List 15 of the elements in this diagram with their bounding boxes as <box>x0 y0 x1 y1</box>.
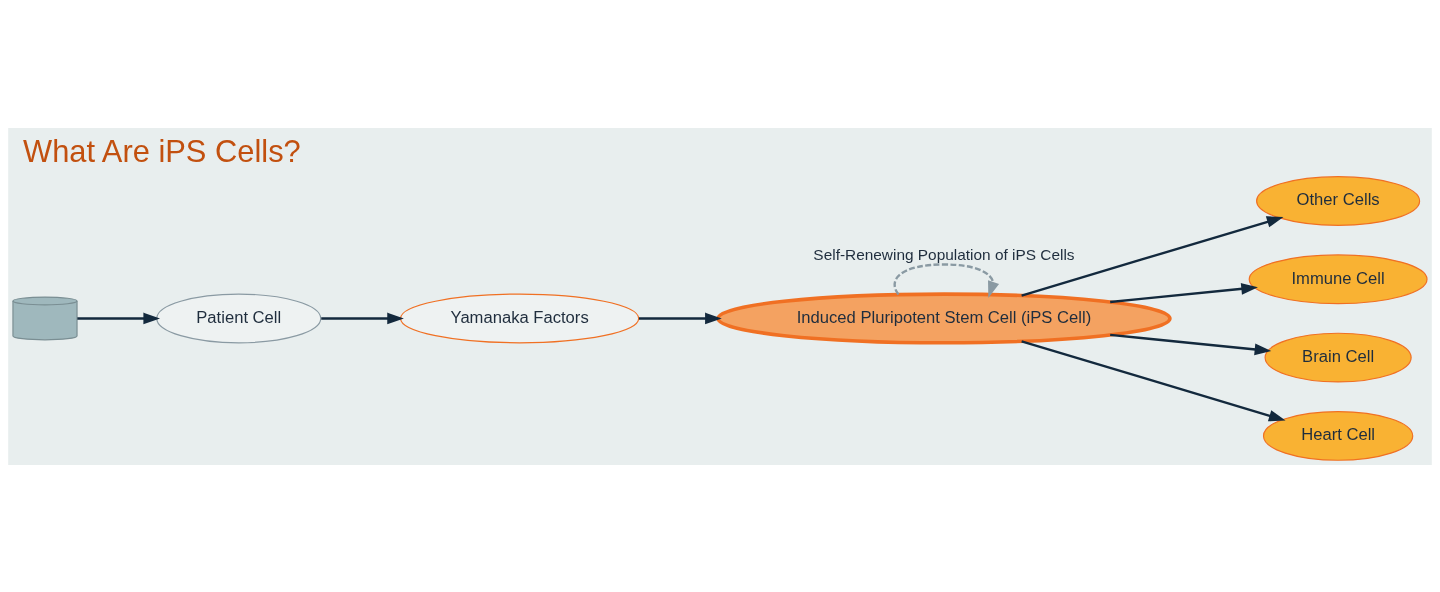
node-ellipse: Induced Pluripotent Stem Cell (iPS Cell) <box>716 291 1172 345</box>
node-ellipse: Patient Cell <box>156 293 322 343</box>
edge-label: Self-Renewing Population of iPS Cells <box>813 245 1075 263</box>
diagram-title: What Are iPS Cells? <box>23 133 301 169</box>
arrow <box>77 312 160 324</box>
arrow <box>321 312 404 324</box>
arrow <box>893 262 1000 298</box>
arrow <box>1021 215 1284 297</box>
arrow <box>1110 282 1258 303</box>
arrow <box>638 312 722 324</box>
node-ellipse: Brain Cell <box>1264 332 1412 383</box>
arrow <box>1110 333 1272 355</box>
node-ellipse: Immune Cell <box>1248 253 1428 304</box>
node-ellipse: Yamanaka Factors <box>400 293 640 343</box>
arrow <box>1021 339 1286 421</box>
